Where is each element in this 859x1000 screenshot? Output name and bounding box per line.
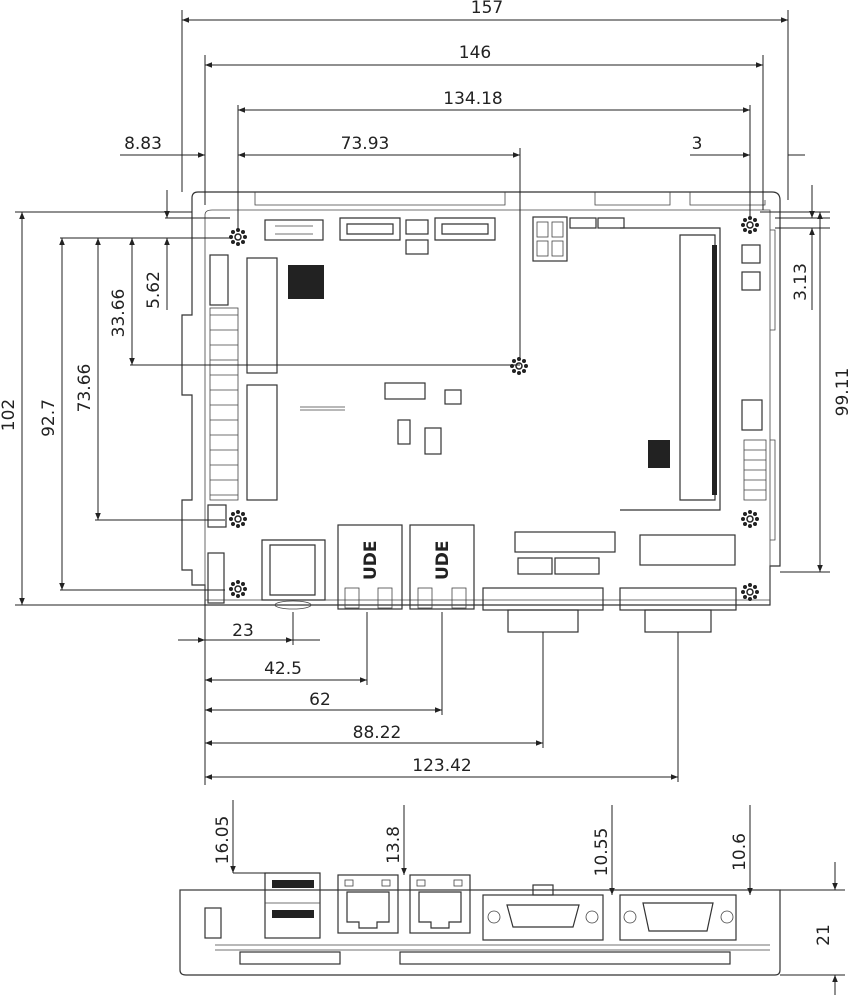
dim-side-10-6: 10.6 (730, 833, 750, 871)
dim-right-hole-offset: 3 (692, 134, 703, 154)
side-lan-jack-2 (409, 874, 471, 934)
dim-hole-span: 134.18 (443, 89, 502, 109)
vga-port (619, 587, 737, 633)
side-view-dimensions: 16.05 13.8 10.55 10.6 21 (213, 800, 845, 995)
lan-jack-1-label: UDE (361, 540, 381, 580)
sata-connector-1 (339, 217, 401, 241)
dim-conn-62: 62 (309, 690, 331, 710)
mount-hole-bottom-left (228, 579, 248, 599)
dim-left-edge-to-hole: 8.83 (124, 134, 162, 154)
dim-height-33-66: 33.66 (109, 289, 129, 338)
dim-side-overall-height: 21 (814, 924, 834, 946)
dim-conn-123-42: 123.42 (412, 756, 471, 776)
mount-hole-center (509, 356, 529, 376)
lan-jack-1: UDE (337, 524, 403, 610)
minipcie-slot-2 (246, 384, 278, 501)
dim-right-top-offset: 3.13 (791, 263, 811, 301)
lvds-connector (639, 534, 736, 566)
mount-hole-left-mid (228, 509, 248, 529)
dim-side-13-8: 13.8 (384, 826, 404, 864)
dim-side-16-05: 16.05 (213, 816, 233, 865)
cpu-chip (288, 265, 324, 299)
lan-jack-2: UDE (409, 524, 475, 610)
dim-overall-width: 157 (471, 0, 503, 18)
lan-jack-2-label: UDE (433, 540, 453, 580)
side-lan-jack-1 (337, 874, 399, 934)
top-view-dimensions: 157 146 134.18 8.83 73.93 3 102 92.7 73.… (0, 0, 853, 785)
mount-hole-right-mid (740, 509, 760, 529)
dim-conn-42-5: 42.5 (264, 659, 302, 679)
dim-conn-23: 23 (232, 621, 254, 641)
usb-stack (261, 539, 326, 610)
side-usb-stack (264, 872, 321, 939)
dim-height-99-11: 99.11 (833, 368, 853, 417)
sodimm-slot (620, 227, 721, 511)
sata-connector-2 (434, 217, 496, 241)
dim-side-10-55: 10.55 (592, 828, 612, 877)
minipcie-slot-1 (246, 257, 278, 374)
dim-height-73-66: 73.66 (75, 364, 95, 413)
board-side-view (179, 872, 781, 976)
power-connector (532, 216, 568, 262)
dim-overall-height: 102 (0, 399, 19, 431)
dim-mount-span: 146 (459, 43, 491, 63)
side-com-port (482, 884, 604, 941)
left-header (209, 254, 229, 306)
dim-conn-88-22: 88.22 (353, 723, 402, 743)
com-port (482, 587, 604, 633)
mount-hole-top-right (740, 215, 760, 235)
dim-left-hole-to-center: 73.93 (341, 134, 390, 154)
board-top-view: UDE UDE (181, 191, 781, 633)
pin-header (514, 531, 616, 553)
mount-hole-bottom-right (740, 582, 760, 602)
dim-height-92-7: 92.7 (39, 399, 59, 437)
header-connector (264, 219, 324, 241)
side-vga-port (619, 894, 737, 941)
dim-height-5-62: 5.62 (144, 271, 164, 309)
